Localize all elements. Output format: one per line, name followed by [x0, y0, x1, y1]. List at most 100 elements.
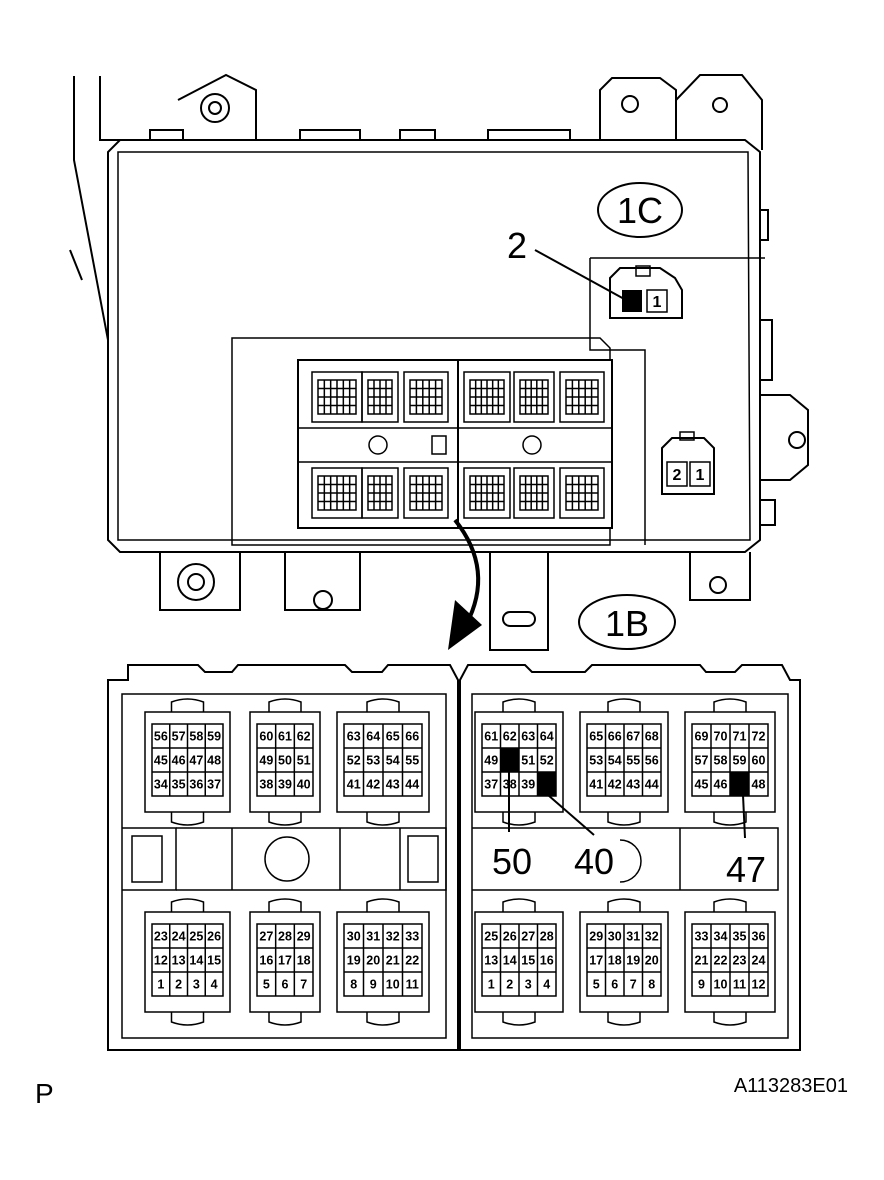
pin-number: 35: [733, 930, 747, 944]
pin-number: 1: [488, 978, 495, 992]
pin-number: 62: [503, 730, 517, 744]
pin-number: 66: [608, 730, 622, 744]
pin-number: 31: [626, 930, 640, 944]
pin-number: 2: [506, 978, 513, 992]
pin-number: 32: [645, 930, 659, 944]
connector-1c-pin-label: 1: [653, 294, 662, 311]
pin-number: 51: [297, 754, 311, 768]
pin-number: 4: [543, 978, 550, 992]
pin-number: 65: [386, 730, 400, 744]
callout-pin-47: 47: [726, 849, 766, 890]
pin-number: 4: [211, 978, 218, 992]
pin-number: 32: [386, 930, 400, 944]
pin-number: 54: [608, 754, 622, 768]
pin-number: 24: [752, 954, 766, 968]
pin-number: 57: [695, 754, 709, 768]
callout-1c-pin: 2: [507, 225, 527, 266]
pin-number: 10: [386, 978, 400, 992]
pin-number: 29: [297, 930, 311, 944]
pin-number: 34: [154, 778, 168, 792]
pin-number: 60: [259, 730, 273, 744]
pin-number: 41: [347, 778, 361, 792]
pin-number: 61: [278, 730, 292, 744]
pin-number: 23: [154, 930, 168, 944]
pin-number: 66: [405, 730, 419, 744]
pin-number: 1: [157, 978, 164, 992]
pin-number: 50: [278, 754, 292, 768]
top-socket: [403, 467, 449, 519]
label-1b: 1B: [605, 603, 649, 644]
pin-number: 55: [405, 754, 419, 768]
pin-number: 40: [297, 778, 311, 792]
top-socket: [559, 371, 605, 423]
pin-number: 45: [154, 754, 168, 768]
pin-number: 12: [154, 954, 168, 968]
pin-number: 38: [259, 778, 273, 792]
pin-number: 49: [259, 754, 273, 768]
pin-number: 57: [172, 730, 186, 744]
pin-number: 14: [189, 954, 203, 968]
label-1c-group: 1C 2: [507, 182, 683, 301]
pin-number: 5: [263, 978, 270, 992]
pin-number: 42: [608, 778, 622, 792]
top-socket: [463, 371, 511, 423]
pin-number: 8: [648, 978, 655, 992]
top-socket: [311, 371, 363, 423]
pin-number: 22: [405, 954, 419, 968]
pin-number: 12: [752, 978, 766, 992]
view-arrow: [448, 518, 482, 650]
pin-number: 62: [297, 730, 311, 744]
top-socket: [559, 467, 605, 519]
pin-number: 55: [626, 754, 640, 768]
pin-number: 20: [645, 954, 659, 968]
pin-number: 25: [189, 930, 203, 944]
callout-40-leader: [547, 794, 595, 836]
pin-number: 26: [503, 930, 517, 944]
pin-number: 17: [589, 954, 603, 968]
callout-47-leader: [742, 794, 746, 839]
pin-number: 6: [611, 978, 618, 992]
pin-number: 53: [589, 754, 603, 768]
pin-number: 19: [347, 954, 361, 968]
pin-number: 30: [347, 930, 361, 944]
pin-number: 21: [695, 954, 709, 968]
pin-number: 22: [714, 954, 728, 968]
pin-number: 33: [695, 930, 709, 944]
pin-number: 52: [347, 754, 361, 768]
pin-number: 11: [733, 978, 746, 992]
pin-number: 47: [189, 754, 203, 768]
pin-number: 35: [172, 778, 186, 792]
pin-number: 71: [733, 730, 747, 744]
pin-number: 26: [207, 930, 221, 944]
pin-number: 11: [406, 978, 419, 992]
pin-number: 10: [714, 978, 728, 992]
pin-number: 63: [521, 730, 535, 744]
pin-number: 20: [366, 954, 380, 968]
pin-number: 69: [695, 730, 709, 744]
pin-number: 6: [282, 978, 289, 992]
callout-pin-50: 50: [492, 841, 532, 882]
pin-number: 13: [484, 954, 498, 968]
pin-number: 59: [733, 754, 747, 768]
pin-number: 9: [698, 978, 705, 992]
pin-number: 3: [525, 978, 532, 992]
pin-callouts: 50 40 47: [492, 770, 766, 890]
pin-number: 60: [752, 754, 766, 768]
pin-number: 14: [503, 954, 517, 968]
pin-number: 68: [645, 730, 659, 744]
callout-1c-leader: [534, 249, 627, 301]
pin-number: 3: [193, 978, 200, 992]
filled-pin: [730, 772, 749, 796]
top-socket: [361, 371, 399, 423]
pin-number: 8: [350, 978, 357, 992]
pin-number: 27: [521, 930, 535, 944]
